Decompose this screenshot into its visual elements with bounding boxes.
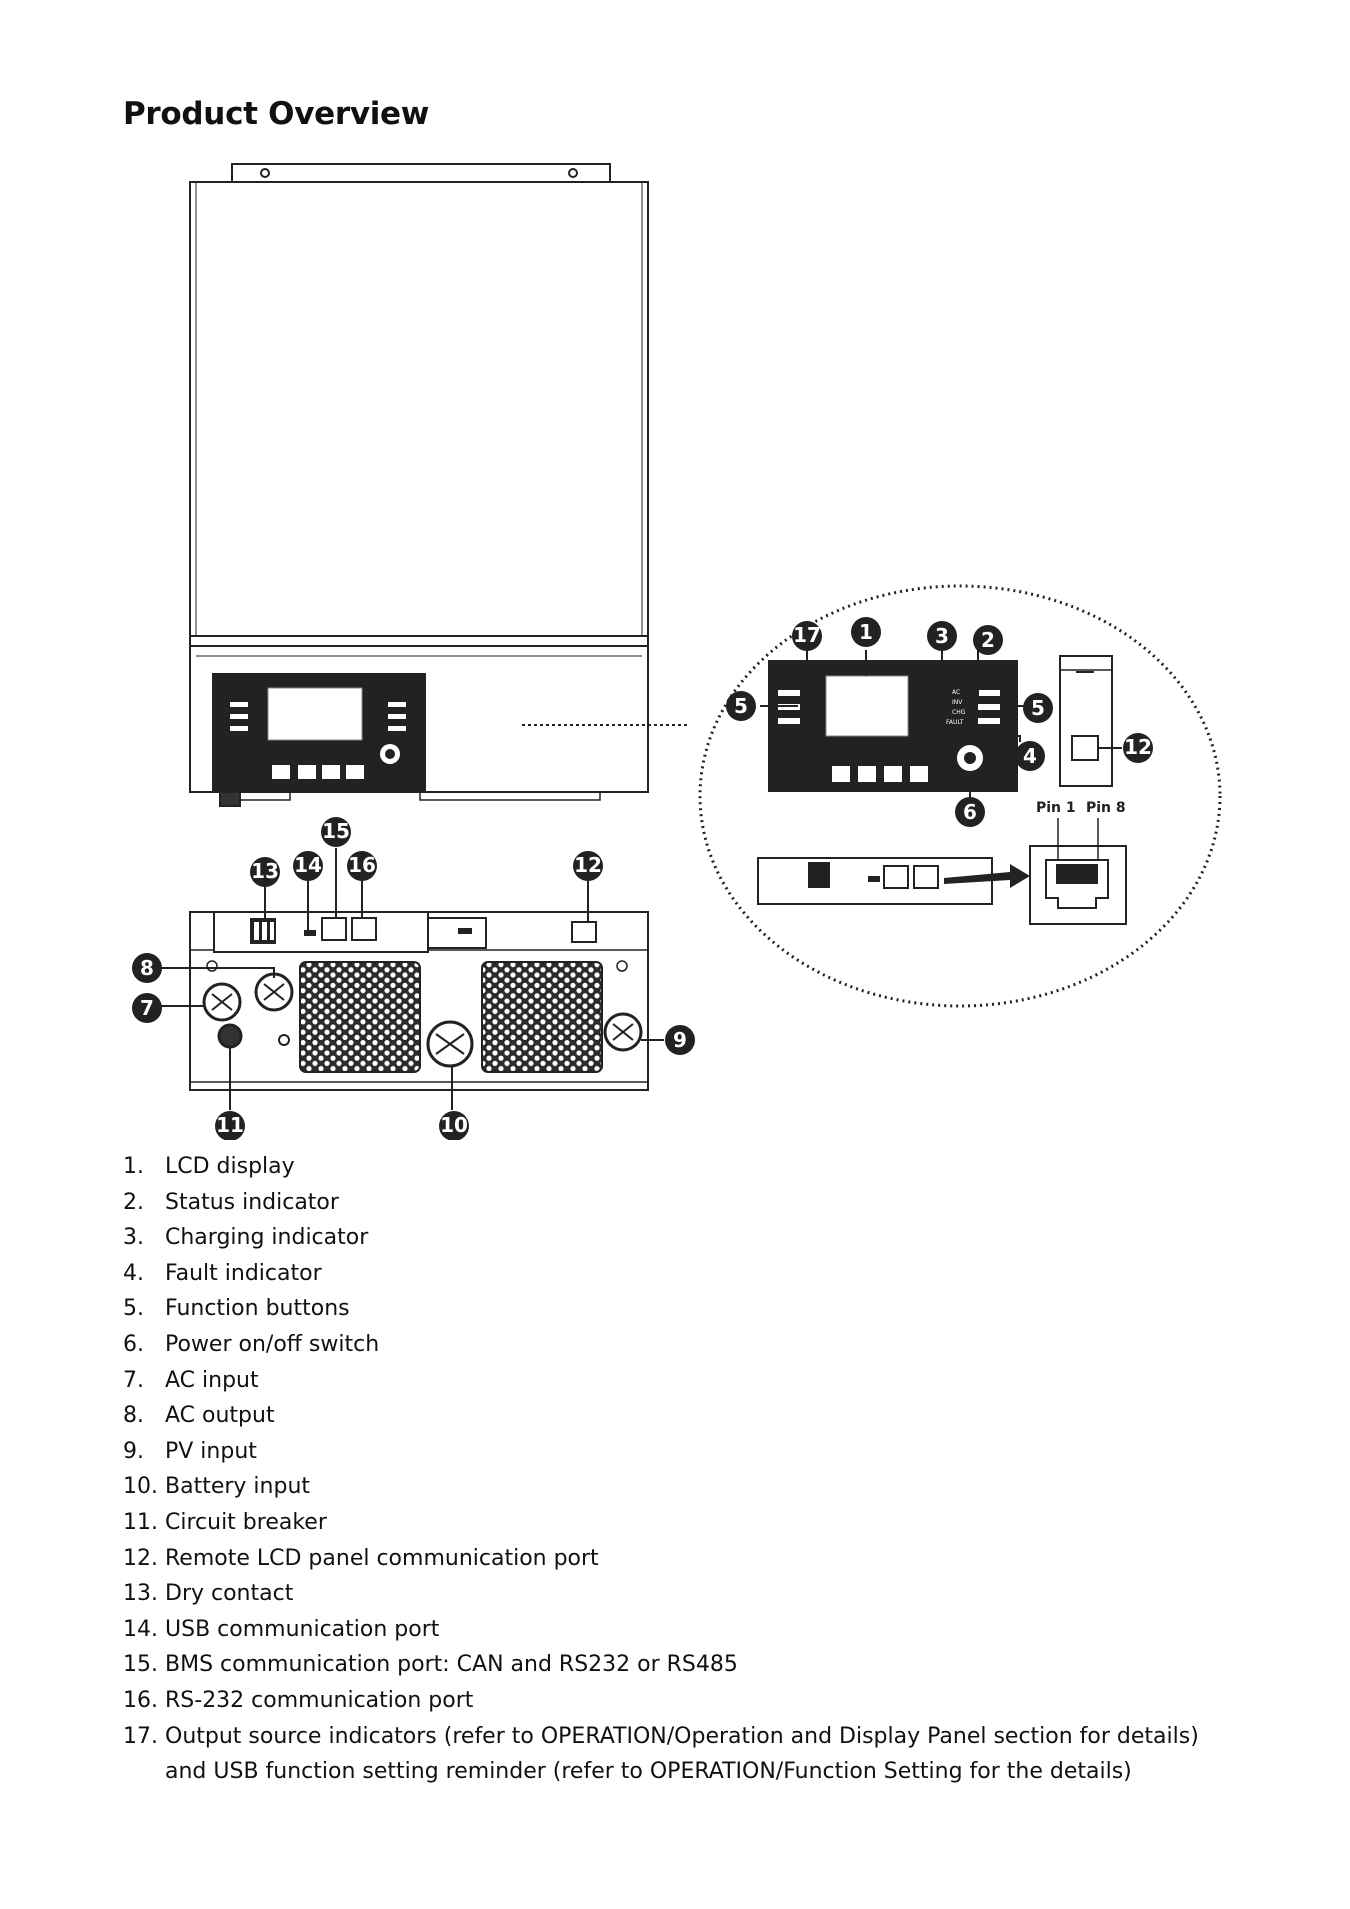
list-item: 4.Fault indicator <box>123 1260 322 1286</box>
list-item: 10.Battery input <box>123 1474 311 1500</box>
callout-4: 4 <box>1015 741 1045 771</box>
callout-17: 17 <box>792 621 822 651</box>
svg-text:8: 8 <box>140 956 154 980</box>
svg-text:13: 13 <box>251 859 279 883</box>
svg-text:7: 7 <box>140 996 154 1020</box>
callout-13: 13 <box>250 857 280 887</box>
list-item: 9.PV input <box>123 1438 257 1464</box>
product-diagram: AC INV CHG FAULT Pin 1 Pin 8 <box>132 163 1222 1140</box>
callout-5-left: 5 <box>726 691 756 721</box>
svg-text:10: 10 <box>440 1113 468 1137</box>
svg-text:3: 3 <box>935 624 949 648</box>
svg-text:6: 6 <box>963 800 977 824</box>
list-item: 7.AC input <box>123 1367 259 1393</box>
list-item: 2.Status indicator <box>123 1189 339 1215</box>
svg-text:12: 12 <box>574 853 602 877</box>
list-item: 13.Dry contact <box>123 1581 294 1607</box>
callout-11: 11 <box>215 1111 245 1140</box>
svg-text:17: 17 <box>793 623 821 647</box>
callout-16: 16 <box>347 851 377 881</box>
callout-8: 8 <box>132 953 162 983</box>
list-item: 6.Power on/off switch <box>123 1331 380 1357</box>
callout-2: 2 <box>973 625 1003 655</box>
callout-12-top: 12 <box>1123 733 1153 763</box>
callout-3: 3 <box>927 621 957 651</box>
svg-text:2: 2 <box>981 628 995 652</box>
list-item: 3.Charging indicator <box>123 1225 369 1251</box>
svg-text:5: 5 <box>734 694 748 718</box>
zoom-detail: AC INV CHG FAULT Pin 1 Pin 8 <box>698 584 1222 1008</box>
pin8-label: Pin 8 <box>1086 800 1126 816</box>
parts-list: 1.LCD display 2.Status indicator 3.Charg… <box>123 1149 1233 1790</box>
panel-label-ac: AC <box>952 689 960 696</box>
svg-text:5: 5 <box>1031 696 1045 720</box>
callout-14: 14 <box>293 851 323 881</box>
svg-text:9: 9 <box>673 1028 687 1052</box>
callout-9: 9 <box>665 1025 695 1055</box>
list-item: 14.USB communication port <box>123 1616 440 1642</box>
callout-7: 7 <box>132 993 162 1023</box>
callout-6: 6 <box>955 797 985 827</box>
list-item: 15.BMS communication port: CAN and RS232… <box>123 1652 738 1678</box>
svg-text:16: 16 <box>348 853 376 877</box>
list-item: 12.Remote LCD panel communication port <box>123 1545 599 1571</box>
callout-15: 15 <box>321 817 351 847</box>
list-item: 11.Circuit breaker <box>123 1509 327 1535</box>
bottom-view <box>160 848 664 1110</box>
callout-10: 10 <box>439 1111 469 1140</box>
svg-text:14: 14 <box>294 853 322 877</box>
list-item: 16.RS-232 communication port <box>123 1687 474 1713</box>
callout-1: 1 <box>851 617 881 647</box>
panel-label-fault: FAULT <box>946 719 964 726</box>
svg-text:12: 12 <box>1124 735 1152 759</box>
svg-text:11: 11 <box>216 1113 244 1137</box>
panel-label-inv: INV <box>952 699 963 706</box>
svg-text:4: 4 <box>1023 744 1037 768</box>
list-item: 8.AC output <box>123 1403 275 1429</box>
svg-text:1: 1 <box>859 620 873 644</box>
panel-label-chg: CHG <box>952 709 966 716</box>
page-title: Product Overview <box>123 96 430 132</box>
list-item: 17.Output source indicators (refer to OP… <box>123 1723 1199 1785</box>
pin1-label: Pin 1 <box>1036 800 1076 816</box>
callout-5-right: 5 <box>1023 693 1053 723</box>
svg-text:15: 15 <box>322 819 350 843</box>
list-item: 5.Function buttons <box>123 1296 350 1322</box>
list-item: 1.LCD display <box>123 1154 295 1179</box>
callout-12-bottom: 12 <box>573 851 603 881</box>
front-control-panel <box>212 673 426 791</box>
